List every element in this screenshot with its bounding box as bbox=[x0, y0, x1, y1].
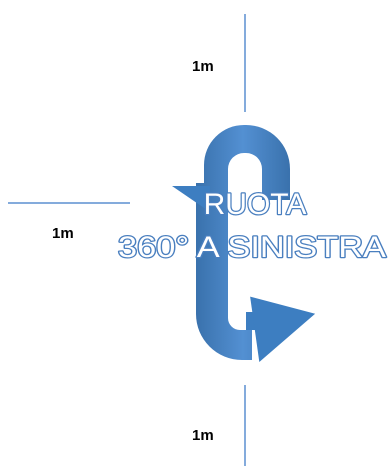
left-distance-label: 1m bbox=[52, 225, 74, 242]
top-distance-label: 1m bbox=[192, 58, 214, 75]
u-turn-loop-arrow-icon bbox=[172, 125, 316, 362]
instruction-line-1: RUOTA bbox=[204, 188, 307, 221]
bottom-distance-label: 1m bbox=[192, 427, 214, 444]
instruction-line-2: 360° A SINISTRA bbox=[118, 231, 386, 264]
